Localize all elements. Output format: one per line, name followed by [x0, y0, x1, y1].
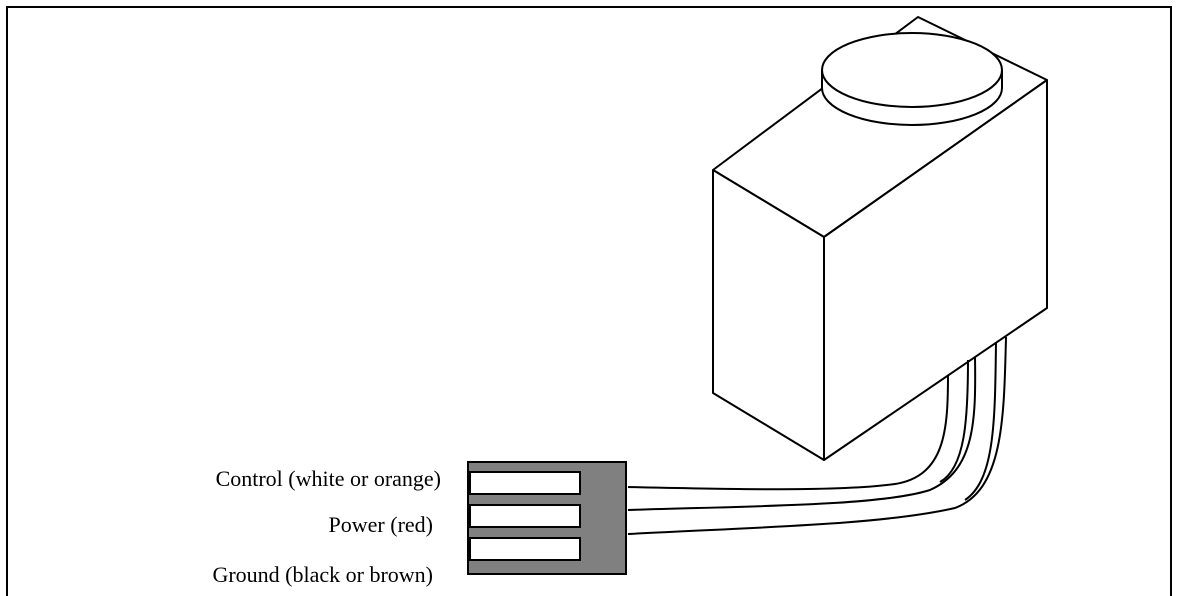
- ground-label: Ground (black or brown): [212, 562, 433, 587]
- servo-wires: [627, 336, 1007, 535]
- ground-pin: [469, 537, 581, 561]
- power-pin: [469, 504, 581, 528]
- servo-right-face: [823, 79, 1048, 461]
- frame-border: [6, 6, 1172, 596]
- control-wire: [627, 374, 949, 491]
- control-label: Control (white or orange): [216, 466, 441, 491]
- power-label: Power (red): [329, 512, 433, 537]
- power-wire: [627, 356, 977, 511]
- wire-strand-2: [964, 341, 997, 501]
- ground-wire: [627, 336, 1007, 535]
- control-pin: [469, 471, 581, 495]
- servo-motor: [712, 16, 1048, 461]
- servo-horn-top: [821, 32, 1003, 108]
- wire-strand-1: [939, 359, 969, 483]
- servo-connector: [467, 461, 627, 575]
